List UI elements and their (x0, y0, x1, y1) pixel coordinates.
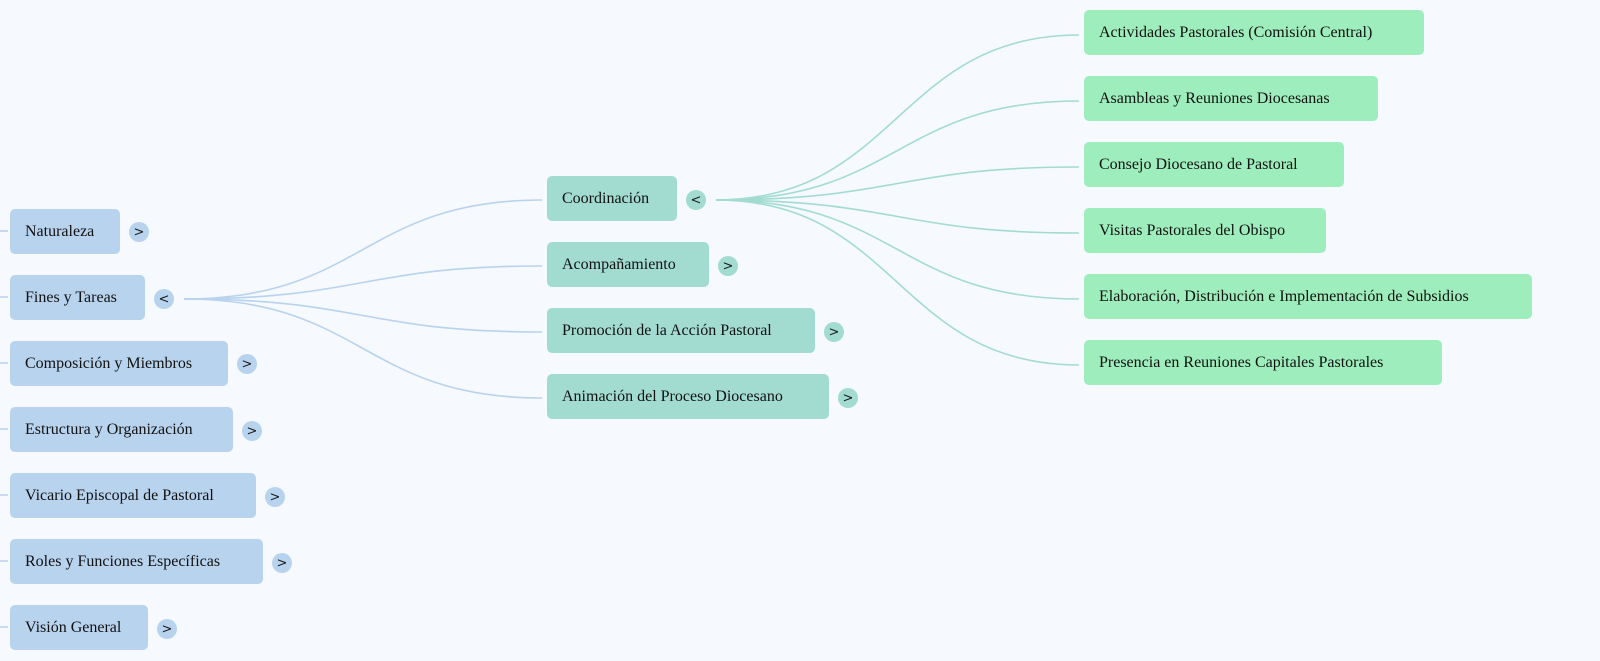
link-coordinacion-to-child (715, 199, 1080, 300)
node-label: Consejo Diocesano de Pastoral (1099, 155, 1298, 173)
chevron-right-icon[interactable]: > (718, 256, 738, 276)
chevron-right-icon[interactable]: > (272, 553, 292, 573)
node-roles-y-funciones-especificas[interactable]: Roles y Funciones Específicas (10, 539, 263, 584)
node-label: Asambleas y Reuniones Diocesanas (1099, 89, 1330, 107)
link-fines-to-child (183, 199, 543, 300)
node-visitas-pastorales[interactable]: Visitas Pastorales del Obispo (1084, 208, 1326, 253)
node-label: Promoción de la Acción Pastoral (562, 321, 772, 339)
chevron-right-icon[interactable]: > (237, 354, 257, 374)
node-label: Elaboración, Distribución e Implementaci… (1099, 287, 1469, 305)
node-presencia-en-reuniones[interactable]: Presencia en Reuniones Capitales Pastora… (1084, 340, 1442, 385)
link-coordinacion-to-child (715, 199, 1080, 366)
node-label: Visión General (25, 618, 122, 636)
link-fines-to-child (183, 265, 543, 300)
node-promocion-de-la-accion-pastoral[interactable]: Promoción de la Acción Pastoral (547, 308, 815, 353)
node-acompanamiento[interactable]: Acompañamiento (547, 242, 709, 287)
node-naturaleza[interactable]: Naturaleza (10, 209, 120, 254)
chevron-right-icon[interactable]: > (838, 388, 858, 408)
node-consejo-diocesano[interactable]: Consejo Diocesano de Pastoral (1084, 142, 1344, 187)
chevron-right-icon[interactable]: > (129, 222, 149, 242)
node-label: Animación del Proceso Diocesano (562, 387, 783, 405)
chevron-right-icon[interactable]: > (242, 421, 262, 441)
link-coordinacion-to-child (715, 166, 1080, 201)
node-coordinacion[interactable]: Coordinación (547, 176, 677, 221)
node-label: Presencia en Reuniones Capitales Pastora… (1099, 353, 1384, 371)
chevron-left-icon[interactable]: < (154, 289, 174, 309)
link-coordinacion-to-child (715, 100, 1080, 201)
node-label: Acompañamiento (562, 255, 676, 273)
link-coordinacion-to-child (715, 199, 1080, 234)
chevron-left-icon[interactable]: < (686, 190, 706, 210)
node-vision-general[interactable]: Visión General (10, 605, 148, 650)
node-label: Roles y Funciones Específicas (25, 552, 221, 570)
chevron-right-icon[interactable]: > (157, 619, 177, 639)
node-label: Visitas Pastorales del Obispo (1099, 221, 1286, 239)
node-vicario-episcopal-de-pastoral[interactable]: Vicario Episcopal de Pastoral (10, 473, 256, 518)
chevron-right-icon[interactable]: > (824, 322, 844, 342)
chevron-right-icon[interactable]: > (265, 487, 285, 507)
node-label: Fines y Tareas (25, 288, 117, 306)
node-label: Coordinación (562, 189, 650, 207)
link-coordinacion-to-child (715, 34, 1080, 201)
link-fines-to-child (183, 298, 543, 399)
node-estructura-y-organizacion[interactable]: Estructura y Organización (10, 407, 233, 452)
node-label: Estructura y Organización (25, 420, 193, 438)
node-label: Vicario Episcopal de Pastoral (25, 486, 214, 504)
node-composicion-y-miembros[interactable]: Composición y Miembros (10, 341, 228, 386)
link-fines-to-child (183, 298, 543, 333)
node-actividades-pastorales[interactable]: Actividades Pastorales (Comisión Central… (1084, 10, 1424, 55)
node-asambleas-y-reuniones[interactable]: Asambleas y Reuniones Diocesanas (1084, 76, 1378, 121)
node-label: Actividades Pastorales (Comisión Central… (1099, 23, 1373, 41)
node-label: Naturaleza (25, 222, 95, 240)
node-label: Composición y Miembros (25, 354, 193, 372)
node-fines-y-tareas[interactable]: Fines y Tareas (10, 275, 145, 320)
node-animacion-del-proceso-diocesano[interactable]: Animación del Proceso Diocesano (547, 374, 829, 419)
node-elaboracion-distribucion[interactable]: Elaboración, Distribución e Implementaci… (1084, 274, 1532, 319)
